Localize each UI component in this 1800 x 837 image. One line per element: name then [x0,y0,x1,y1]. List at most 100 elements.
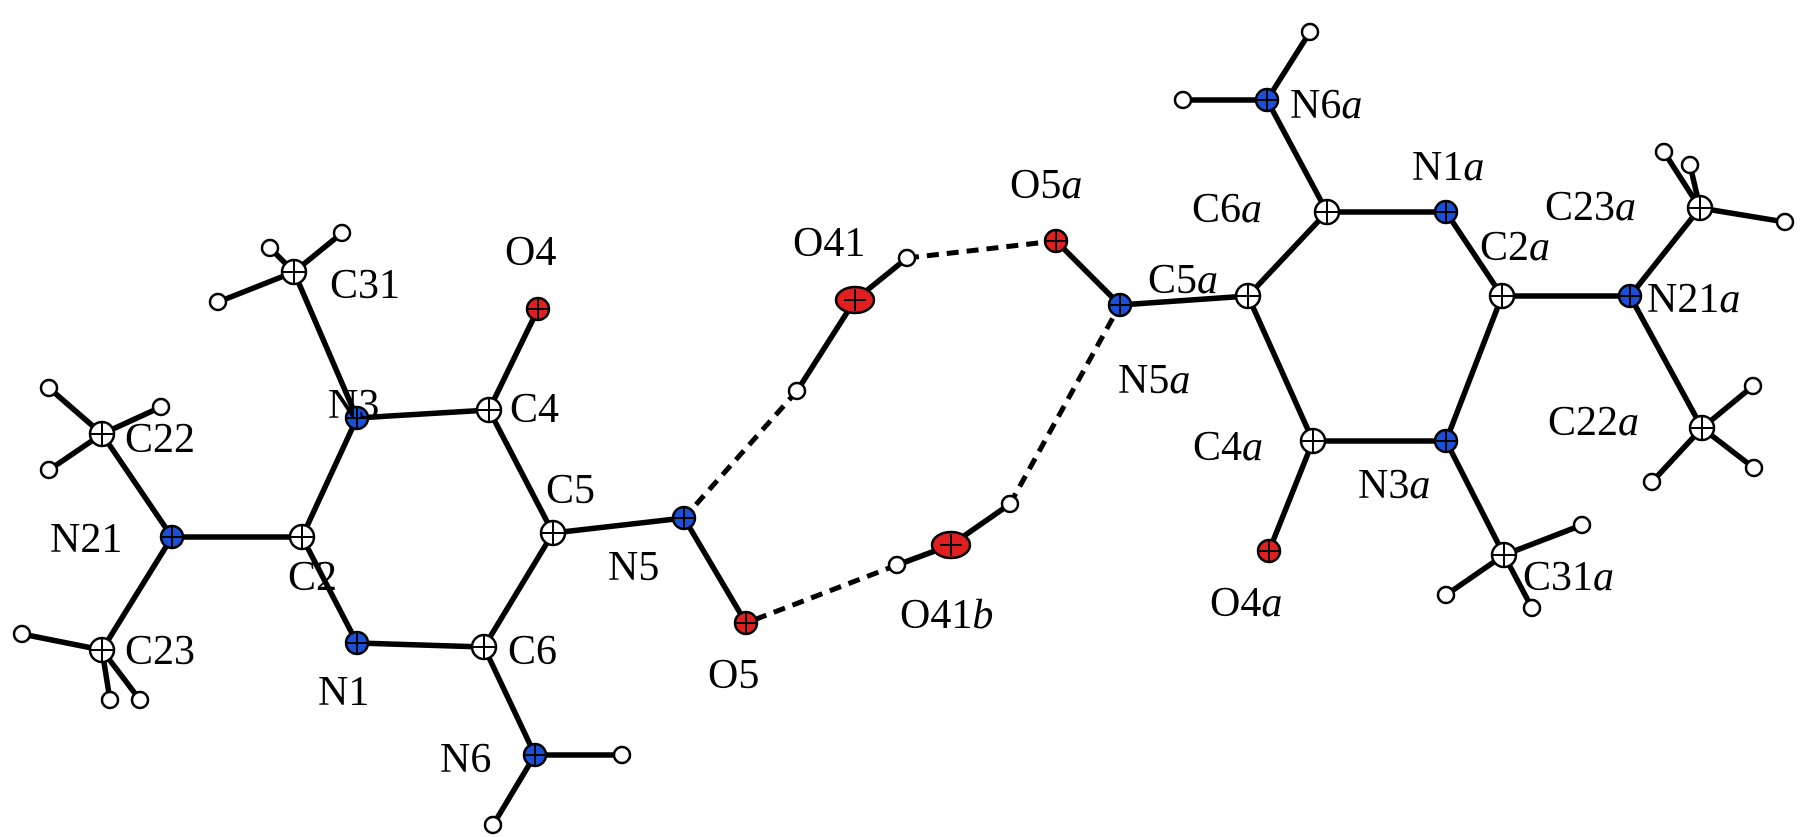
bond-C4-O4 [486,306,541,413]
bond-C2a-N1a [1443,209,1505,299]
atom-C22a [1688,414,1716,442]
hydrogen-atom-H41a [897,248,917,268]
bond-O41-H41b [794,297,858,394]
atom-O5 [733,610,759,636]
atom-O5a [1043,228,1069,254]
atom-N5a [1107,292,1133,318]
atom-C31 [280,258,308,286]
bond-N3-C31 [291,269,360,421]
hydrogen-bond-H41c-N5a [1007,303,1123,506]
atom-C2 [288,523,316,551]
hydrogen-atom-H6c [1173,90,1193,110]
atom-label-O4: O4 [505,229,556,275]
atom-label-C31a: C31a [1523,554,1614,600]
hydrogen-atom-H23c [130,690,150,710]
atom-label-C6a: C6a [1192,186,1262,232]
bond-N6a-H6d [1264,29,1313,103]
atom-label-C2: C2 [288,554,337,600]
bond-C23-H23a [19,631,105,653]
atom-label-C31: C31 [330,262,400,308]
hydrogen-atom-H31a [260,238,280,258]
bond-C2-N3 [299,415,360,540]
atom-label-O41b: O41b [900,592,993,638]
hydrogen-atom-H23a [12,624,32,644]
atom-N1 [344,630,370,656]
atom-label-N5a: N5a [1118,357,1190,403]
bond-C6a-N6a [1264,97,1330,215]
atom-label-N1a: N1a [1412,144,1484,190]
bond-C6a-C5a [1245,209,1330,299]
hydrogen-atom-H22e [1642,472,1662,492]
bond-N3-C4 [354,407,492,421]
hydrogen-atom-H23f [1680,155,1700,175]
atom-C23 [88,636,116,664]
hydrogen-bond-H41a-O5a [906,238,1057,261]
bond-N21a-C23a [1627,205,1703,299]
hydrogen-atom-H31e [1436,585,1456,605]
bond-N5-O5 [681,515,749,626]
hydrogen-atom-H31f [1522,598,1542,618]
hydrogen-atom-H6d [1300,22,1320,42]
atom-label-N6a: N6a [1290,82,1362,128]
hydrogen-atom-H22b [151,397,171,417]
atom-C22 [88,420,116,448]
atom-label-N6: N6 [440,736,491,782]
bond-C6-N6 [481,644,538,758]
bond-N21a-C22a [1627,293,1705,431]
hydrogen-atom-H23b [100,690,120,710]
bond-C5a-C4a [1245,293,1316,444]
atom-label-O5: O5 [708,652,759,698]
atom-O4 [525,296,551,322]
atom-C5 [539,519,567,547]
atom-label-N1: N1 [318,669,369,715]
hydrogen-atom-H22a [39,378,59,398]
atom-label-N5: N5 [608,544,659,590]
bond-C5a-N5a [1117,293,1251,308]
bond-C31a-H31d [1501,522,1585,558]
atom-N21 [159,524,185,550]
bond-C4a-O4a [1266,438,1316,554]
atom-O41 [834,285,876,315]
hydrogen-atom-H41d [887,555,907,575]
atom-label-O5a: O5a [1010,162,1082,208]
atom-label-N3a: N3a [1358,462,1430,508]
hydrogen-atom-H31b [332,223,352,243]
bond-C23a-H23e [1697,205,1788,225]
bond-N5a-O5a [1053,238,1123,308]
hydrogen-atom-H22f [1744,458,1764,478]
atom-C4 [475,396,503,424]
atom-O4a [1256,538,1282,564]
hydrogen-atom-H41c [1000,494,1020,514]
atom-N6 [522,742,548,768]
bond-N3a-C31a [1443,438,1507,558]
hydrogen-atom-H6a [612,745,632,765]
bond-C31-H31c [215,269,297,305]
bond-N21-C23 [99,534,175,653]
hydrogen-atom-H31d [1572,515,1592,535]
atom-label-C4: C4 [510,386,559,432]
atom-C6a [1313,198,1341,226]
bond-layer [19,29,1788,828]
hydrogen-bond-H41d-O5 [745,562,898,626]
hydrogen-atom-H22d [1743,376,1763,396]
atom-N6a [1254,87,1280,113]
atom-N1a [1433,199,1459,225]
atom-label-N21: N21 [50,516,122,562]
bond-C5-N5 [550,515,687,536]
atom-C23a [1686,194,1714,222]
hydrogen-atom-H31c [208,292,228,312]
bond-C2a-N3a [1443,293,1505,444]
atom-O41b [930,530,972,560]
atom-C31a [1490,541,1518,569]
atom-label-C2a: C2a [1480,224,1550,270]
atom-N5 [671,505,697,531]
bond-C5-C6 [481,530,556,650]
atom-label-C23a: C23a [1545,184,1636,230]
atom-label-N3: N3 [328,382,379,428]
atom-label-C5a: C5a [1148,257,1218,303]
hydrogen-atom-H22c [39,460,59,480]
atom-N21a [1617,283,1643,309]
atom-label-C4a: C4a [1193,424,1263,470]
